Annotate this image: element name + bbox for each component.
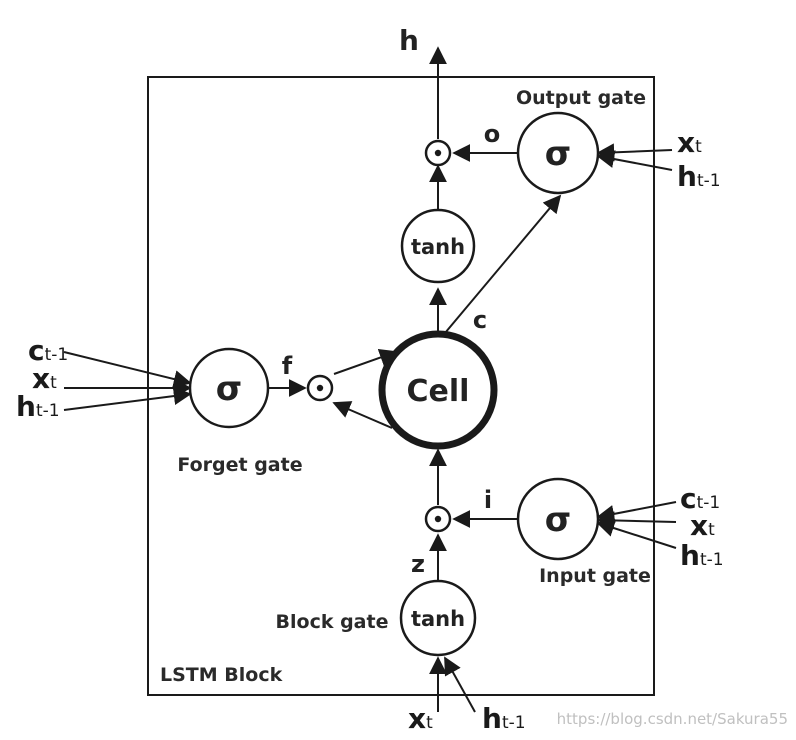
forget-multiply-dot (316, 384, 324, 392)
input-gate-c-input: ct-1 (680, 482, 720, 515)
block-gate-x-input: xt (408, 702, 433, 735)
edge-x-to-input-gate (596, 511, 677, 530)
edge-x-to-output-gate (596, 143, 673, 162)
forget-gate-h-input: ht-1 (16, 390, 60, 423)
signal-z-label: z (411, 550, 425, 578)
block-gate-label: tanh (411, 607, 465, 631)
input-multiply-dot (434, 515, 442, 523)
edge-h-to-block-gate (444, 656, 476, 713)
forget-gate-node (188, 347, 270, 429)
lstm-block-frame (147, 76, 655, 696)
edge-c-to-input-gate (596, 501, 677, 523)
signal-f-label: f (282, 352, 293, 380)
signal-o-label: o (484, 120, 501, 148)
output-gate-caption: Output gate (516, 87, 646, 109)
edge-cell-to-output-gate (444, 194, 562, 334)
output-tanh-node (400, 208, 476, 284)
forget-gate-symbol: σ (216, 369, 242, 409)
output-gate-node (516, 111, 600, 195)
signal-i-label: i (484, 486, 492, 514)
edge-cell-to-forget-mult (332, 401, 393, 429)
block-gate-h-input: ht-1 (482, 702, 526, 735)
forget-gate-x-input: xt (32, 362, 57, 395)
lstm-block-caption: LSTM Block (160, 664, 283, 686)
input-gate-h-input: ht-1 (680, 539, 724, 572)
block-gate-caption: Block gate (276, 611, 389, 633)
output-gate-symbol: σ (545, 134, 571, 174)
cell-label: Cell (407, 374, 470, 409)
edge-h-to-input-gate (596, 519, 677, 549)
output-gate-x-input: xt (677, 126, 702, 159)
output-h-label: h (399, 24, 419, 57)
output-multiply-dot (434, 149, 442, 157)
connections (63, 46, 677, 713)
output-tanh-label: tanh (411, 235, 465, 259)
forget-gate-caption: Forget gate (177, 454, 302, 476)
edge-h-to-forget-gate (63, 387, 192, 411)
input-gate-symbol: σ (545, 500, 571, 540)
input-gate-caption: Input gate (539, 565, 651, 587)
watermark-text: https://blog.csdn.net/Sakura55 (557, 710, 788, 728)
signal-c-label: c (473, 306, 487, 334)
edge-h-to-output-gate (596, 150, 673, 171)
forget-gate-c-input: ct-1 (28, 334, 68, 367)
input-gate-x-input: xt (690, 509, 715, 542)
output-gate-h-input: ht-1 (677, 160, 721, 193)
cell-node (378, 330, 498, 450)
block-gate-node (399, 579, 477, 657)
edge-c-to-forget-gate (63, 351, 192, 388)
edge-forget-mult-to-cell (333, 348, 398, 375)
input-gate-node (516, 477, 600, 561)
